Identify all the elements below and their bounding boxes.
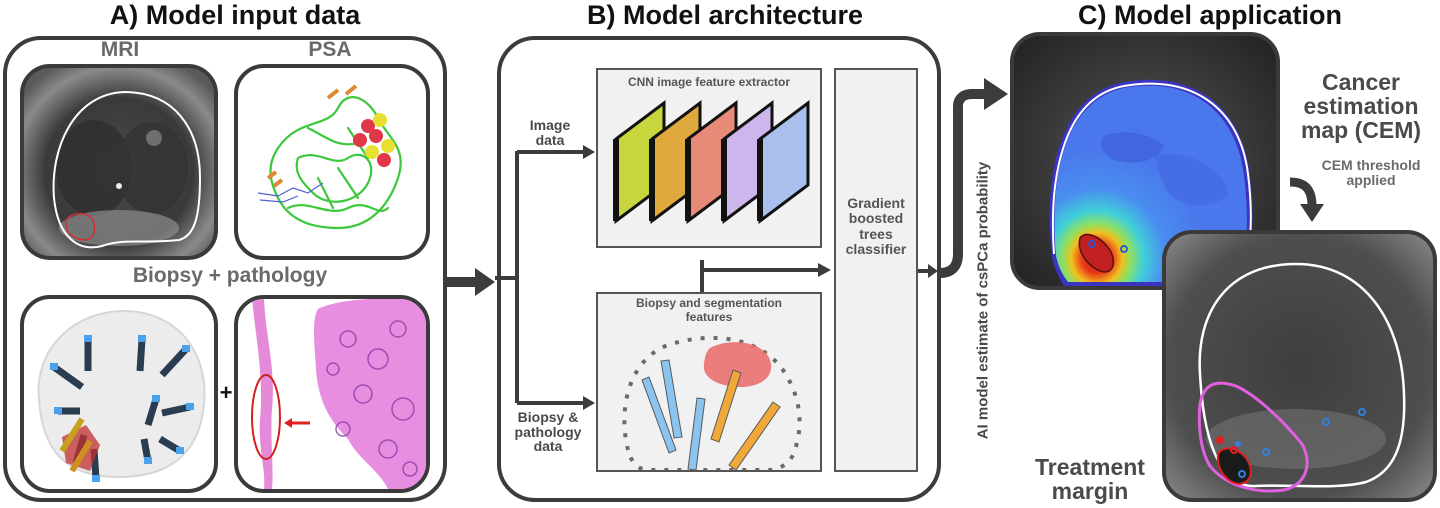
core-highlight-ellipse	[251, 374, 281, 460]
pathology-slide-image	[234, 295, 430, 493]
image-data-label: Image data	[529, 117, 571, 148]
features-box-title: Biopsy and segmentation features	[635, 296, 783, 324]
biopsy-segmentation-features-box: Biopsy and segmentation features	[596, 292, 822, 472]
cnn-layers	[613, 100, 810, 224]
prostate-contour	[52, 90, 202, 249]
plus-sign: +	[219, 380, 233, 405]
mri-label: MRI	[100, 38, 140, 61]
threshold-arrow	[1289, 177, 1324, 222]
treatment-margin-image	[1162, 230, 1437, 502]
gradient-boosted-trees-classifier-box: Gradient boosted trees classifier	[834, 68, 918, 472]
cnn-feature-extractor-box: CNN image feature extractor	[596, 68, 822, 248]
cem-threshold-label: CEM threshold applied	[1321, 157, 1421, 188]
lesion-contour	[65, 213, 96, 241]
cem-label: Cancer estimation map (CEM)	[1300, 69, 1422, 144]
probability-output-arrow	[918, 78, 1008, 278]
lesion-contour	[1216, 447, 1252, 486]
cnn-box-title: CNN image feature extractor	[627, 75, 791, 89]
mri-image	[20, 64, 218, 260]
biopsy-3d-model-image	[20, 295, 218, 493]
psa-protein-image	[234, 64, 430, 260]
segmented-lesion	[703, 342, 772, 388]
section-c-title: C) Model application	[1077, 0, 1342, 30]
prostate-contour	[1198, 262, 1406, 488]
classifier-label: Gradient boosted trees classifier	[845, 195, 907, 258]
treatment-margin-contour	[1197, 381, 1309, 493]
psa-label: PSA	[308, 38, 352, 61]
biopsy-pathology-label: Biopsy + pathology	[132, 264, 328, 287]
treatment-margin-label: Treatment margin	[1035, 454, 1145, 505]
section-b-title: B) Model architecture	[586, 0, 864, 30]
probability-output-label: AI model estimate of csPCa probability	[974, 161, 992, 440]
input-to-architecture-arrow	[447, 268, 497, 296]
biopsy-pathology-data-label: Biopsy & pathology data	[514, 409, 582, 455]
section-a-title: A) Model input data	[109, 0, 361, 30]
features-illustration	[622, 335, 802, 470]
architecture-flow-lines	[495, 145, 831, 410]
